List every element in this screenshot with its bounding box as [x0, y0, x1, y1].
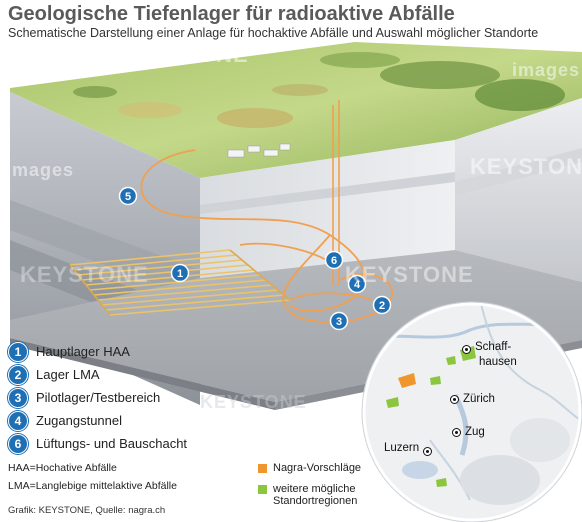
watermark-keystone-5: KEYSTONE	[200, 392, 307, 412]
nagra-swatch	[258, 464, 267, 473]
city-marker-schaffhausen	[462, 345, 471, 354]
legend-label-3: Pilotlager/Testbereich	[36, 390, 161, 405]
watermark-keystone-1: KEYSTONE	[120, 42, 249, 67]
legend-item-4: 4 Zugangstunnel	[8, 409, 187, 432]
legend-label-4: Zugangstunnel	[36, 413, 123, 428]
legend-item-2: 2 Lager LMA	[8, 363, 187, 386]
legend-label-1: Hauptlager HAA	[36, 344, 130, 359]
other-region-3	[436, 478, 447, 487]
legend-number-4: 4	[8, 410, 28, 431]
watermark-images-2: images	[6, 160, 75, 180]
legend-number-1: 1	[8, 341, 28, 362]
map-legend-other-label-1: weitere mögliche	[273, 483, 356, 495]
diagram-marker-5-label: 5	[125, 191, 131, 203]
diagram-marker-6: 6	[324, 250, 344, 270]
city-marker-luzern	[423, 447, 432, 456]
page-subtitle: Schematische Darstellung einer Anlage fü…	[8, 26, 539, 40]
diagram-marker-4: 4	[347, 274, 367, 294]
legend-number-2: 2	[8, 364, 28, 385]
legend-label-2: Lager LMA	[36, 367, 100, 382]
cutaway-right-face	[455, 98, 582, 282]
site-map-inset	[361, 301, 582, 522]
diagram-marker-6-label: 6	[331, 255, 337, 267]
other-region-2	[430, 376, 441, 385]
diagram-marker-1: 1	[170, 263, 190, 283]
main-repository-haa	[69, 249, 291, 316]
abbreviation-lma: LMA=Langlebige mittelaktive Abfälle	[8, 480, 177, 492]
nagra-region-1	[398, 373, 416, 388]
diagram-marker-1-label: 1	[177, 268, 183, 280]
terrain-surface	[10, 42, 582, 178]
legend-label-6: Lüftungs- und Bauschacht	[36, 436, 188, 451]
legend-number-6: 6	[8, 433, 28, 454]
watermark-images-1: images	[512, 60, 581, 80]
page-title: Geologische Tiefenlager für radioaktive …	[8, 3, 455, 25]
map-legend-nagra-label: Nagra-Vorschläge	[273, 462, 362, 474]
city-label-luzern: Luzern	[384, 442, 420, 454]
diagram-marker-4-label: 4	[354, 279, 361, 291]
nagra-region-3	[446, 356, 456, 365]
map-legend-other: weitere mögliche Standortregionen	[258, 483, 361, 507]
map-legend-other-label-2: Standortregionen	[273, 495, 358, 507]
legend: 1 Hauptlager HAA 2 Lager LMA 3 Pilotlage…	[8, 340, 187, 455]
diagram-marker-5: 5	[118, 186, 138, 206]
city-label-schaffhausen-1: Schaff-	[475, 341, 512, 353]
city-marker-zurich	[450, 395, 459, 404]
surface-facility	[227, 143, 291, 158]
legend-item-1: 1 Hauptlager HAA	[8, 340, 187, 363]
abbreviation-haa: HAA=Hochative Abfälle	[8, 462, 117, 474]
legend-item-6: 6 Lüftungs- und Bauschacht	[8, 432, 187, 455]
map-legend: Nagra-Vorschläge weitere mögliche Stando…	[258, 462, 361, 507]
city-label-zurich: Zürich	[463, 393, 495, 405]
diagram-markers: 5 1 6 4 2 3	[118, 186, 392, 331]
diagram-marker-3: 3	[329, 311, 349, 331]
legend-number-3: 3	[8, 387, 28, 408]
city-label-zug: Zug	[465, 426, 485, 438]
legend-item-3: 3 Pilotlager/Testbereich	[8, 386, 187, 409]
other-region-1	[386, 397, 399, 408]
city-marker-zug	[452, 428, 461, 437]
watermark-keystone-2: KEYSTONE	[470, 154, 582, 179]
diagram-marker-2: 2	[372, 295, 392, 315]
diagram-marker-3-label: 3	[336, 316, 342, 328]
credit: Grafik: KEYSTONE, Quelle: nagra.ch	[8, 505, 166, 516]
map-legend-nagra: Nagra-Vorschläge	[258, 462, 361, 474]
watermark-keystone-3: KEYSTONE	[20, 262, 149, 287]
other-swatch	[258, 485, 267, 494]
diagram-marker-2-label: 2	[379, 300, 385, 312]
city-label-schaffhausen-2: hausen	[479, 356, 517, 368]
watermark-keystone-4: KEYSTONE	[345, 262, 474, 287]
